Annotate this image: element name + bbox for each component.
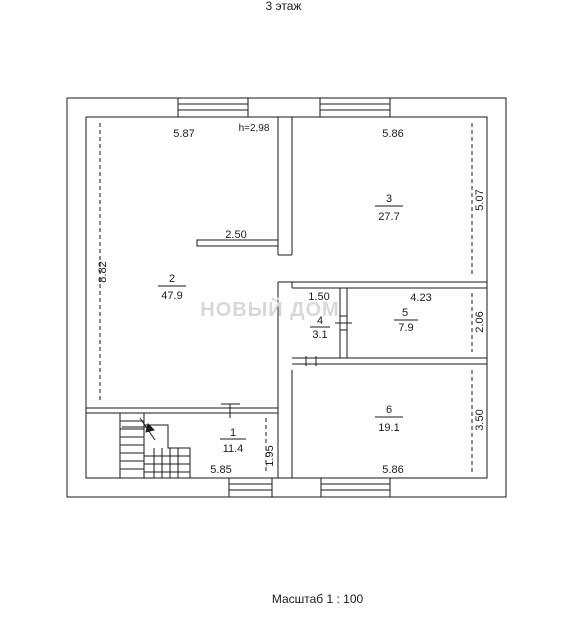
room-number: 5 <box>402 307 408 319</box>
room-number: 3 <box>386 193 392 205</box>
room-area: 19.1 <box>378 422 399 434</box>
dim-room4-width: 1.50 <box>308 291 329 303</box>
dim-room3-height: 5.07 <box>474 189 486 210</box>
interior-walls <box>86 117 487 478</box>
room-area: 3.1 <box>312 329 327 341</box>
dim-room6-width: 5.86 <box>382 464 403 476</box>
dimension-labels: 5.87 h=2,98 5.86 2.50 8.82 5.07 1.50 4.2… <box>97 123 486 476</box>
room-area: 27.7 <box>378 211 399 223</box>
room-labels: 2 47.9 3 27.7 4 3.1 5 7.9 6 19.1 1 11.4 <box>158 193 418 455</box>
dim-partition: 2.50 <box>225 229 246 241</box>
room-3-label: 3 27.7 <box>375 193 403 223</box>
dim-room1-height: 1.95 <box>264 445 276 466</box>
room-4-label: 4 3.1 <box>310 315 330 341</box>
window-top-right <box>319 97 391 118</box>
outer-walls <box>66 97 507 498</box>
dim-room2-width: 5.87 <box>173 128 194 140</box>
room-area: 7.9 <box>398 322 413 334</box>
window-top-left <box>177 97 249 118</box>
window-bottom-right <box>320 477 391 498</box>
floor-heading: 3 этаж <box>265 0 302 13</box>
dimension-guides <box>99 123 473 474</box>
room-6-label: 6 19.1 <box>375 404 403 434</box>
watermark-text: НОВЫЙ ДОМ <box>200 297 339 321</box>
staircase <box>119 412 191 479</box>
dim-room5-width: 4.23 <box>410 292 431 304</box>
room-area: 11.4 <box>223 443 244 455</box>
room-1-label: 1 11.4 <box>220 427 246 455</box>
dim-room6-height: 3.50 <box>474 409 486 430</box>
scale-label: Масштаб 1 : 100 <box>271 592 364 606</box>
dim-room1-width: 5.85 <box>210 464 231 476</box>
ceiling-height: h=2,98 <box>239 123 270 134</box>
dim-room5-height: 2.06 <box>474 311 486 332</box>
windows <box>177 97 391 498</box>
room-area: 47.9 <box>161 290 182 302</box>
room-number: 2 <box>169 273 175 285</box>
dim-room3-width: 5.86 <box>382 128 403 140</box>
room-number: 4 <box>317 315 323 327</box>
window-bottom-left <box>228 477 273 498</box>
room-number: 6 <box>386 404 392 416</box>
room-5-label: 5 7.9 <box>394 307 418 334</box>
room-number: 1 <box>230 427 236 439</box>
room-2-label: 2 47.9 <box>158 273 186 302</box>
dim-room2-height: 8.82 <box>97 261 109 282</box>
